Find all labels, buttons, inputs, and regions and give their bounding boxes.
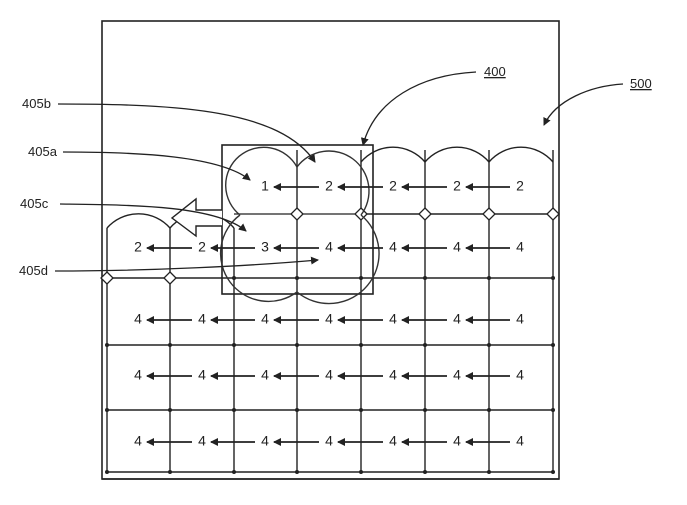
label-500: 500 — [630, 76, 652, 91]
scallop-arc — [360, 146, 426, 163]
grid-node — [295, 408, 299, 412]
cell-value: 4 — [516, 433, 524, 449]
cell-value: 4 — [198, 367, 206, 383]
grid-node — [232, 276, 236, 280]
cell-value: 4 — [261, 311, 269, 327]
grid-node — [359, 343, 363, 347]
leader-405b — [57, 103, 316, 163]
grid-node — [551, 276, 555, 280]
diamond-markers — [100, 207, 560, 285]
cell-value: 2 — [134, 239, 142, 255]
cell-value: 4 — [453, 239, 461, 255]
circle-405d — [296, 214, 380, 305]
leader-500 — [543, 83, 624, 126]
grid-node — [168, 408, 172, 412]
grid-node — [551, 343, 555, 347]
circle-405a — [224, 146, 298, 216]
grid-node — [359, 408, 363, 412]
leader-405a — [62, 151, 251, 181]
scallop-arc — [106, 213, 171, 229]
hollow-left-arrow — [170, 197, 222, 238]
grid-node — [105, 470, 109, 474]
cell-value: 4 — [325, 239, 333, 255]
cell-value: 4 — [389, 433, 397, 449]
label-400: 400 — [484, 64, 506, 79]
grid-node — [423, 470, 427, 474]
label-405a: 405a — [28, 144, 58, 159]
grid-node — [423, 408, 427, 412]
scallop-arc — [424, 146, 490, 163]
grid-node — [295, 276, 299, 280]
cell-value: 4 — [325, 367, 333, 383]
label-405c: 405c — [20, 196, 49, 211]
leader-405d — [54, 256, 319, 272]
cell-values: 1 2 2 2 2 2 2 3 4 4 4 4 4 4 4 4 4 4 4 4 4 4 4 4 4 4 4 4 4 4 4 4 4 — [134, 178, 524, 449]
cell-value: 4 — [134, 311, 142, 327]
grid-node — [551, 470, 555, 474]
cell-value: 4 — [453, 367, 461, 383]
circle-405c — [219, 214, 298, 303]
flow-arrows — [146, 183, 510, 446]
cell-value: 2 — [516, 178, 524, 194]
cell-value: 4 — [198, 311, 206, 327]
grid-node — [105, 408, 109, 412]
cell-value: 4 — [134, 367, 142, 383]
diamond-marker — [163, 271, 177, 285]
grid-node — [487, 343, 491, 347]
grid-node — [232, 408, 236, 412]
grid-node — [487, 276, 491, 280]
grid-node — [295, 470, 299, 474]
grid-node — [105, 343, 109, 347]
grid-lines — [102, 150, 559, 480]
cell-value: 1 — [261, 178, 269, 194]
cell-value: 4 — [325, 311, 333, 327]
cell-value: 2 — [389, 178, 397, 194]
cell-value: 2 — [453, 178, 461, 194]
cell-value: 4 — [389, 239, 397, 255]
grid-node — [423, 276, 427, 280]
grid-node — [232, 343, 236, 347]
cell-value: 4 — [516, 239, 524, 255]
grid-node — [232, 470, 236, 474]
grid-node — [423, 343, 427, 347]
grid-node — [487, 470, 491, 474]
grid-node — [487, 408, 491, 412]
diamond-marker — [290, 207, 304, 221]
clover-circles — [219, 146, 380, 305]
cell-value: 4 — [261, 367, 269, 383]
cell-value: 4 — [453, 311, 461, 327]
cell-value: 2 — [198, 239, 206, 255]
leader-lines — [54, 71, 624, 272]
grid-node — [359, 470, 363, 474]
cell-value: 4 — [516, 311, 524, 327]
cell-value: 4 — [389, 311, 397, 327]
cell-value: 4 — [134, 433, 142, 449]
cell-value: 4 — [516, 367, 524, 383]
grid-node — [168, 343, 172, 347]
scallop-arc — [488, 146, 554, 163]
leader-405c — [59, 203, 247, 232]
grid-node — [359, 276, 363, 280]
circle-405b — [296, 150, 370, 216]
leader-400 — [360, 71, 477, 146]
cell-value: 2 — [325, 178, 333, 194]
cell-value: 4 — [198, 433, 206, 449]
cell-value: 3 — [261, 239, 269, 255]
grid-node — [295, 343, 299, 347]
label-405b: 405b — [22, 96, 51, 111]
cell-value: 4 — [325, 433, 333, 449]
grid-node — [168, 470, 172, 474]
cell-value: 4 — [389, 367, 397, 383]
diamond-marker — [546, 207, 560, 221]
diamond-marker — [482, 207, 496, 221]
grid-node — [551, 408, 555, 412]
cell-value: 4 — [453, 433, 461, 449]
diamond-marker — [418, 207, 432, 221]
diamond-marker — [100, 271, 114, 285]
cell-value: 4 — [261, 433, 269, 449]
label-405d: 405d — [19, 263, 48, 278]
